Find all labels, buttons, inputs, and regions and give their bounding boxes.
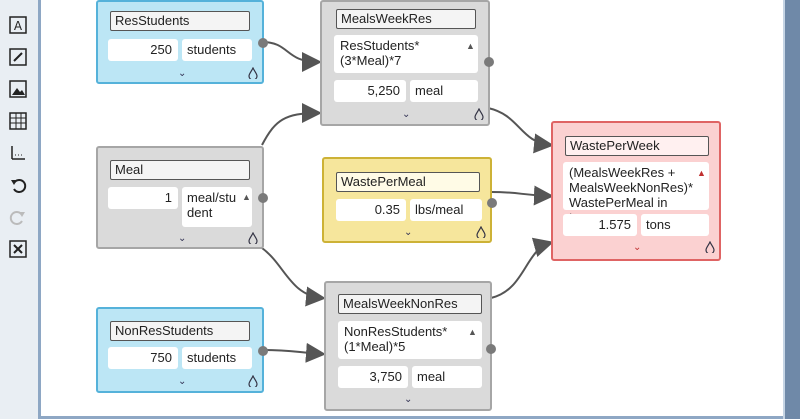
link-meal-to-mealsweeknonres: [261, 247, 326, 307]
node-title[interactable]: NonResStudents: [110, 321, 250, 341]
node-title[interactable]: MealsWeekRes: [336, 9, 476, 29]
link-wastepermeal-to-wasteperweek: [490, 185, 554, 206]
drop-icon[interactable]: [248, 374, 258, 390]
node-title[interactable]: WastePerMeal: [336, 172, 480, 192]
graph-tool-icon[interactable]: [7, 142, 29, 164]
node-title[interactable]: ResStudents: [110, 11, 250, 31]
toolbar: A: [0, 0, 41, 419]
canvas-bottom-border: [41, 416, 783, 419]
node-mealsweekres[interactable]: MealsWeekRes ResStudents* (3*Meal)*7 ▲ 5…: [320, 0, 494, 126]
chevron-down-icon[interactable]: ⌄: [404, 227, 413, 238]
node-unit[interactable]: meal: [412, 366, 482, 388]
node-title[interactable]: Meal: [110, 160, 250, 180]
node-wasteperweek[interactable]: WastePerWeek (MealsWeekRes + MealsWeekNo…: [551, 121, 721, 261]
node-value[interactable]: 3,750: [338, 366, 408, 388]
node-unit[interactable]: meal: [410, 80, 478, 102]
chevron-down-icon[interactable]: ⌄: [633, 242, 642, 253]
text-tool-icon[interactable]: A: [7, 14, 29, 36]
output-port[interactable]: [258, 193, 268, 203]
chevron-down-icon[interactable]: ⌄: [178, 68, 187, 79]
node-value[interactable]: 250: [108, 39, 178, 61]
chevron-down-icon[interactable]: ⌄: [404, 394, 413, 405]
node-wastepermeal[interactable]: WastePerMeal 0.35 lbs/meal ⌄: [322, 157, 497, 243]
node-meal[interactable]: Meal 1 meal/stu dent ▲ ⌄: [96, 146, 268, 249]
drop-icon[interactable]: [476, 225, 486, 241]
node-formula[interactable]: ResStudents* (3*Meal)*7: [334, 35, 478, 73]
node-unit[interactable]: students: [182, 39, 252, 61]
caret-up-icon[interactable]: ▲: [697, 168, 706, 178]
chevron-down-icon[interactable]: ⌄: [402, 109, 411, 120]
chevron-down-icon[interactable]: ⌄: [178, 233, 187, 244]
output-port[interactable]: [486, 344, 496, 354]
node-value[interactable]: 1.575: [563, 214, 637, 236]
node-unit[interactable]: lbs/meal: [410, 199, 482, 221]
scrollbar[interactable]: [783, 0, 800, 419]
node-resstudents[interactable]: ResStudents 250 students ⌄: [96, 0, 268, 84]
node-formula[interactable]: (MealsWeekRes + MealsWeekNonRes)* WasteP…: [563, 162, 709, 225]
output-port[interactable]: [487, 198, 497, 208]
redo-icon[interactable]: [7, 206, 29, 228]
chevron-down-icon[interactable]: ⌄: [178, 376, 187, 387]
link-resstudents-to-mealsweekres: [261, 41, 322, 72]
node-value[interactable]: 1: [108, 187, 178, 209]
image-tool-icon[interactable]: [7, 78, 29, 100]
svg-text:A: A: [14, 19, 23, 33]
delete-icon[interactable]: [7, 238, 29, 260]
drop-icon[interactable]: [248, 66, 258, 82]
node-unit[interactable]: meal/stu dent: [182, 187, 252, 227]
caret-up-icon[interactable]: ▲: [242, 192, 251, 202]
link-nonresstudents-to-mealsweeknonres: [262, 342, 326, 363]
drop-icon[interactable]: [248, 231, 258, 247]
node-value[interactable]: 750: [108, 347, 178, 369]
node-value[interactable]: 0.35: [336, 199, 406, 221]
drop-icon[interactable]: [474, 107, 484, 123]
node-formula[interactable]: NonResStudents* (1*Meal)*5: [338, 321, 482, 359]
node-unit[interactable]: tons: [641, 214, 709, 236]
node-title[interactable]: WastePerWeek: [565, 136, 709, 156]
undo-icon[interactable]: [7, 174, 29, 196]
node-nonresstudents[interactable]: NonResStudents 750 students ⌄: [96, 307, 268, 393]
link-meal-to-mealsweekres: [261, 103, 322, 146]
pencil-tool-icon[interactable]: [7, 46, 29, 68]
caret-up-icon[interactable]: ▲: [468, 327, 477, 337]
output-port[interactable]: [258, 38, 268, 48]
table-tool-icon[interactable]: [7, 110, 29, 132]
drop-icon[interactable]: [705, 240, 715, 256]
output-port[interactable]: [258, 346, 268, 356]
node-title[interactable]: MealsWeekNonRes: [338, 294, 482, 314]
output-port[interactable]: [484, 57, 494, 67]
link-mealsweeknonres-to-wasteperweek: [490, 237, 554, 299]
node-value[interactable]: 5,250: [334, 80, 406, 102]
caret-up-icon[interactable]: ▲: [466, 41, 475, 51]
link-mealsweekres-to-wasteperweek: [487, 107, 554, 154]
node-mealsweeknonres[interactable]: MealsWeekNonRes NonResStudents* (1*Meal)…: [324, 281, 496, 411]
node-unit[interactable]: students: [182, 347, 252, 369]
